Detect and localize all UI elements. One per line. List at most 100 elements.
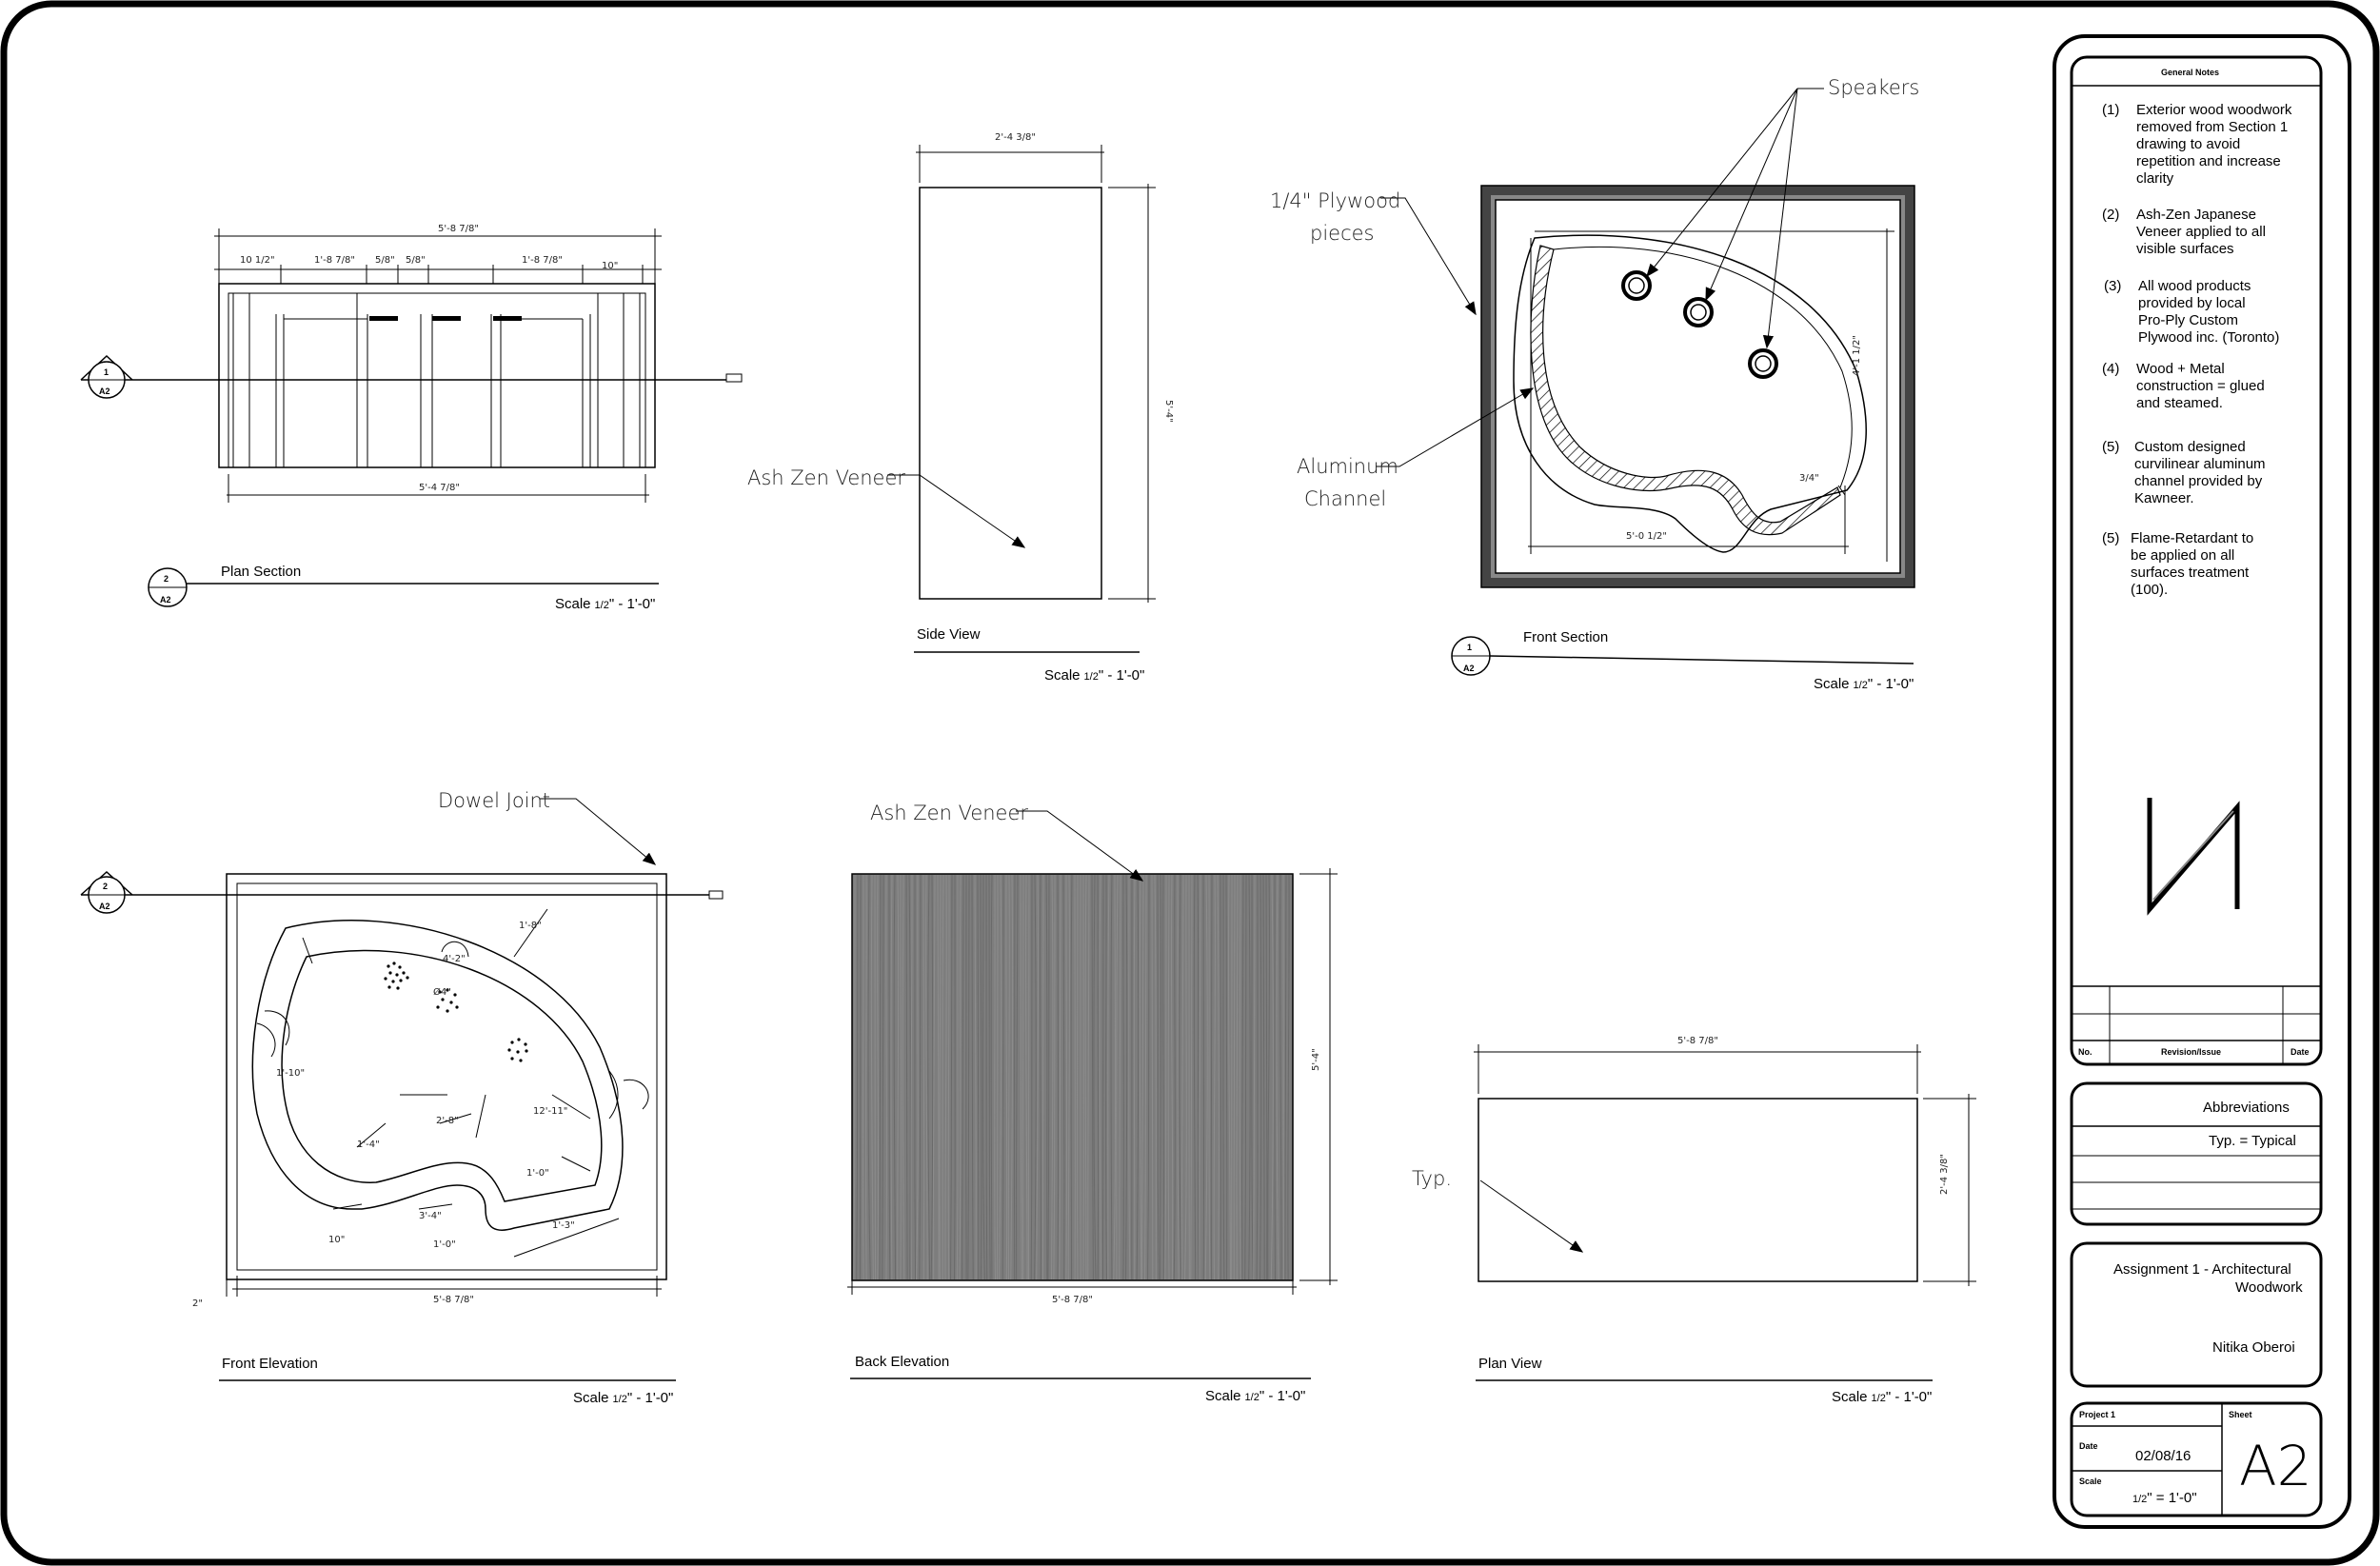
note-5-line-2: curvilinear aluminum [2134,456,2266,472]
front-section-callout-plywood-2: pieces [1310,222,1375,245]
front-section-callout-channel-2: Channel [1304,487,1386,510]
note-6-line-3: surfaces treatment [2131,565,2250,581]
veneer-grain-line [1151,874,1154,1280]
veneer-grain-line [919,874,922,1280]
veneer-grain-line [1047,874,1050,1280]
svg-text:1'-8": 1'-8" [519,921,542,931]
veneer-grain-line [1248,874,1251,1280]
veneer-grain-line [1259,874,1262,1280]
sheet-label: Sheet [2229,1410,2252,1419]
revision-header-revision: Revision/Issue [2161,1047,2221,1057]
veneer-grain-line [905,874,908,1280]
plan-title-marker-bottom: A2 [160,595,171,605]
veneer-grain-line [1204,874,1208,1280]
veneer-grain-line [927,874,931,1280]
svg-text:1'-0": 1'-0" [526,1168,549,1179]
note-6-num: (5) [2102,530,2119,546]
note-1-line-4: repetition and increase [2136,153,2281,169]
svg-text:Ø4": Ø4" [433,986,451,998]
front-section-dim-right: 4'-1 1/2" [1852,335,1862,376]
plan-view-dim-right: 2'-4 3/8" [1939,1154,1950,1195]
veneer-grain-line [996,874,999,1280]
veneer-grain-line [1267,874,1271,1280]
note-2-num: (2) [2102,207,2119,223]
svg-text:2'-8": 2'-8" [436,1116,459,1126]
plan-dim-seg3: 5/8" [375,255,395,266]
note-1-line-2: removed from Section 1 [2136,119,2288,135]
veneer-grain-line [954,874,956,1280]
veneer-grain-line [1021,874,1024,1280]
veneer-grain-line [1125,874,1128,1280]
veneer-grain-line [1007,874,1010,1280]
veneer-grain-line [1253,874,1256,1280]
veneer-grain-line [962,874,964,1280]
veneer-grain-line [1093,874,1097,1280]
back-elevation-title: Back Elevation [855,1354,949,1370]
veneer-grain-line [1076,874,1079,1280]
general-notes-list: (1) Exterior wood woodwork removed from … [2102,102,2292,598]
plan-cut-marker-top: 1 [104,367,109,377]
veneer-grain-line [1107,874,1110,1280]
scale-label: Scale [2079,1477,2102,1486]
veneer-grain-line [974,874,977,1280]
veneer-grain-line [1016,874,1019,1280]
veneer-grain-line [1010,874,1014,1280]
note-5-line-3: channel provided by [2134,473,2263,489]
veneer-grain-line [925,874,928,1280]
note-4-num: (4) [2102,361,2119,377]
veneer-grain-line [1217,874,1220,1280]
veneer-grain-line [1225,874,1228,1280]
veneer-grain-line [1227,874,1231,1280]
veneer-grain-line [1087,874,1090,1280]
note-1-line-5: clarity [2136,170,2174,187]
veneer-grain-line [865,874,867,1280]
veneer-grain-line [1154,874,1157,1280]
side-dim-top: 2'-4 3/8" [995,132,1036,143]
note-1-line-1: Exterior wood woodwork [2136,102,2292,118]
side-dim-right: 5'-4" [1163,400,1174,423]
veneer-grain-line [1190,874,1193,1280]
veneer-grain-line [877,874,880,1280]
plan-view-title: Plan View [1478,1356,1542,1372]
veneer-grain-line [1236,874,1239,1280]
veneer-grain-line [1105,874,1108,1280]
veneer-grain-line [1057,874,1060,1280]
veneer-grain-line [890,874,893,1280]
front-section-view: Speakers 1/4" Plywood pieces Aluminum Ch… [1270,76,1919,692]
veneer-grain-line [1005,874,1008,1280]
veneer-grain-line [1041,874,1044,1280]
veneer-grain-line [1136,874,1140,1280]
front-elev-cut-marker-top: 2 [103,882,108,891]
plan-dim-overall: 5'-8 7/8" [438,224,479,234]
veneer-grain-line [1099,874,1101,1280]
front-elevation-title: Front Elevation [222,1356,318,1372]
veneer-grain-line [1193,874,1197,1280]
veneer-grain-line [1101,874,1104,1280]
plan-view-callout-typ: Typ. [1412,1167,1452,1190]
veneer-grain-line [933,874,936,1280]
side-callout-veneer: Ash Zen Veneer [747,466,905,489]
veneer-grain-line [1162,874,1164,1280]
plan-view-dim-top: 5'-8 7/8" [1677,1036,1718,1046]
veneer-grain-line [1034,874,1037,1280]
veneer-grain-line [1045,874,1048,1280]
veneer-grain-line [1051,874,1054,1280]
plan-dim-seg1: 10 1/2" [240,255,275,266]
veneer-grain-line [1256,874,1259,1280]
veneer-grain-line [1027,874,1030,1280]
back-elev-callout-veneer: Ash Zen Veneer [870,802,1028,824]
note-3-line-4: Plywood inc. (Toronto) [2138,329,2279,346]
veneer-grain-line [1074,874,1077,1280]
veneer-grain-line [959,874,962,1280]
svg-text:1'-10": 1'-10" [276,1068,305,1079]
note-2-line-2: Veneer applied to all [2136,224,2266,240]
veneer-grain-line [897,874,900,1280]
project-number-label: Project 1 [2079,1410,2115,1419]
front-elev-cut-marker-bottom: A2 [99,902,110,911]
front-section-callout-speakers: Speakers [1828,76,1919,99]
front-section-callout-channel-1: Aluminum [1297,455,1398,478]
veneer-grain-line [1065,874,1068,1280]
